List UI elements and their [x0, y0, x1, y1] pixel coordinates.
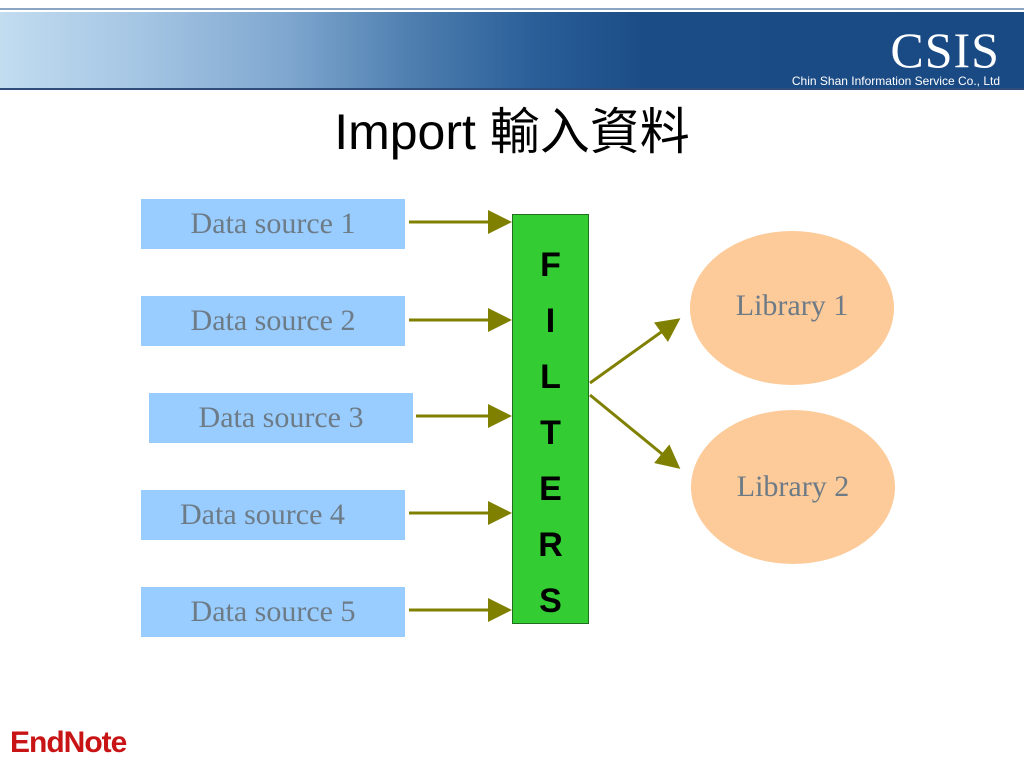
- slide-title: Import 輸入資料: [334, 104, 690, 160]
- arrow-to-library-2: [589, 393, 681, 469]
- filters-label: F I L T E R S: [513, 237, 588, 629]
- filter-letter: T: [540, 414, 561, 452]
- data-source-box: Data source 2: [141, 296, 405, 346]
- data-source-box: Data source 3: [149, 393, 413, 443]
- header-banner: CSIS Chin Shan Information Service Co., …: [0, 12, 1024, 90]
- header-rule: [0, 8, 1024, 10]
- library-label: Library 2: [736, 470, 850, 503]
- filter-letter: L: [540, 358, 561, 396]
- data-source-box: Data source 4: [141, 490, 405, 540]
- filter-letter: E: [539, 470, 562, 508]
- brand-logo: CSIS: [890, 22, 1000, 78]
- filter-letter: R: [538, 526, 563, 564]
- filters-box: F I L T E R S: [512, 214, 589, 624]
- library-ellipse: Library 1: [690, 231, 894, 385]
- library-ellipse: Library 2: [691, 410, 895, 564]
- filter-letter: F: [540, 246, 561, 284]
- company-name: Chin Shan Information Service Co., Ltd: [791, 74, 1000, 88]
- data-source-box: Data source 5: [141, 587, 405, 637]
- library-label: Library 1: [735, 289, 849, 322]
- data-source-box: Data source 1: [141, 199, 405, 249]
- filter-letter: I: [545, 302, 556, 340]
- arrow-to-library-1: [589, 318, 681, 385]
- endnote-logo: EndNote: [10, 726, 127, 759]
- filter-letter: S: [539, 582, 562, 620]
